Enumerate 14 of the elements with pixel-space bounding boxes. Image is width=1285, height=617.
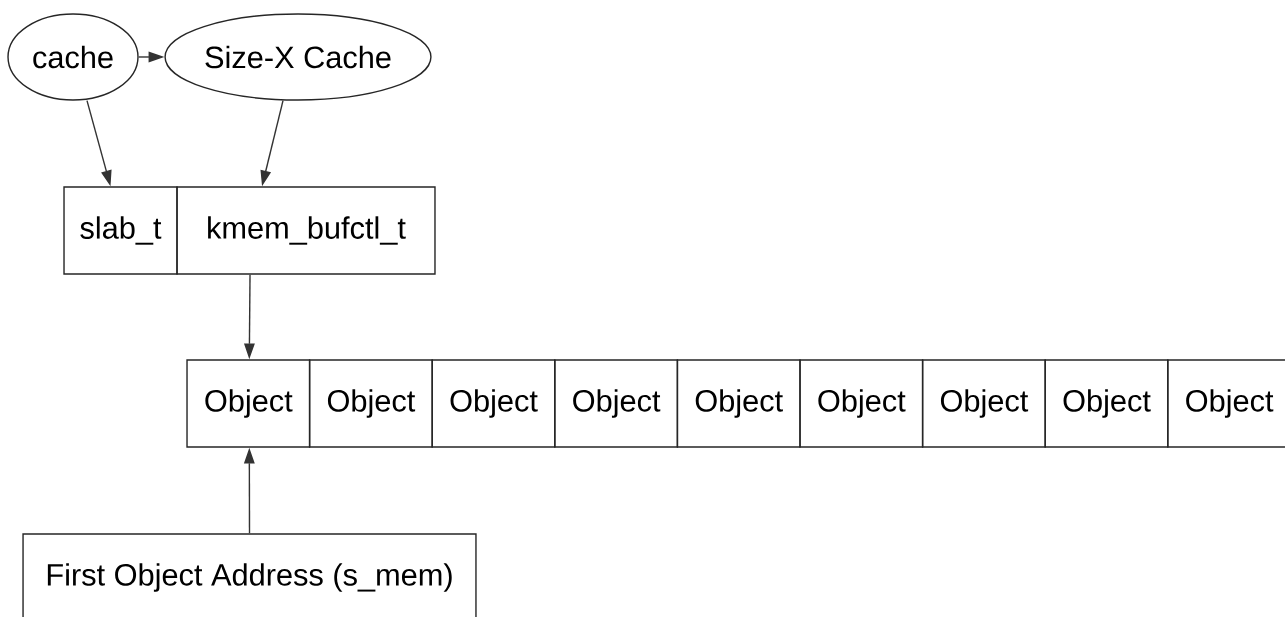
object-field: Object [308, 359, 433, 448]
object-field: Object [1044, 359, 1169, 448]
record-field: kmem_bufctl_t [176, 186, 436, 275]
ellipse-node: Size-X Cache [164, 13, 432, 101]
object-field: Object [676, 359, 801, 448]
ellipse-node: cache [7, 13, 139, 101]
object-field: Object [921, 359, 1046, 448]
record-field: slab_t [63, 186, 178, 275]
address-box: First Object Address (s_mem) [22, 533, 477, 617]
object-field: Object [554, 359, 679, 448]
object-field: Object [186, 359, 311, 448]
object-field: Object [799, 359, 924, 448]
object-field: Object [431, 359, 556, 448]
object-field: Object [1167, 359, 1285, 448]
